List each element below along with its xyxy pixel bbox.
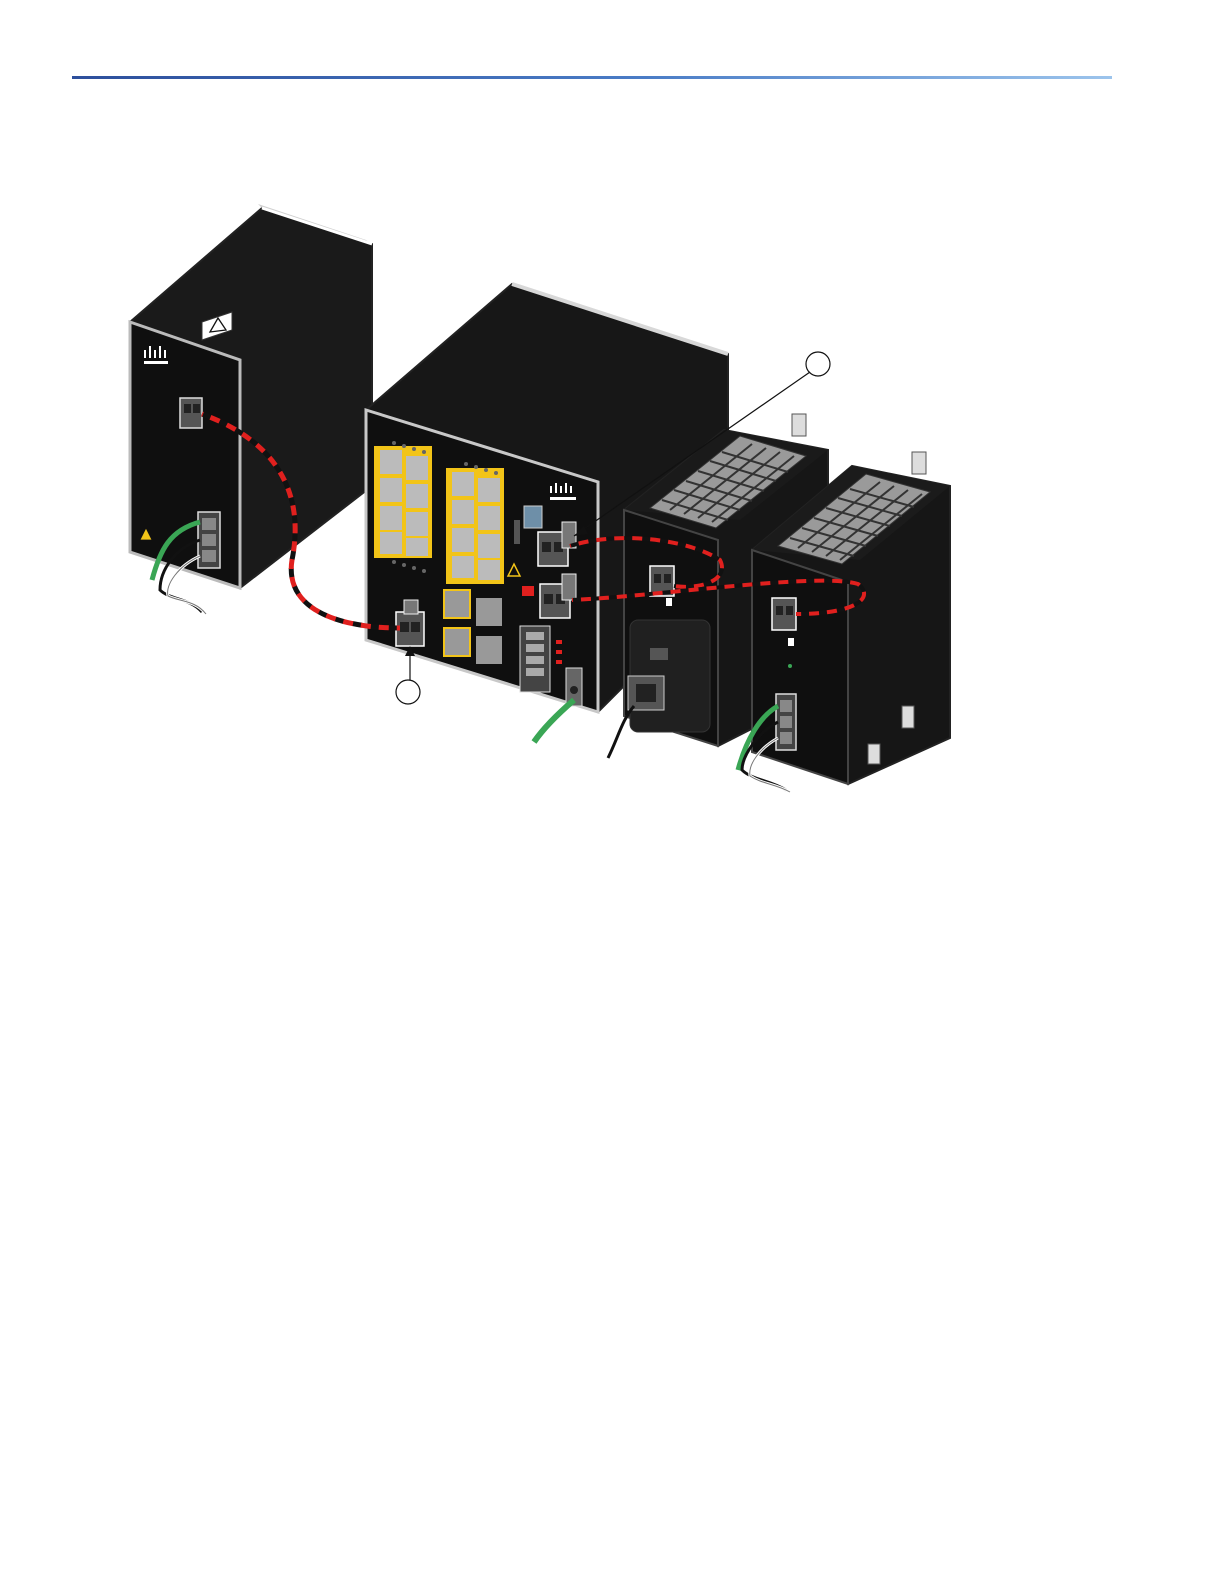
port-bank-1 (374, 446, 432, 558)
power-supply-left (130, 204, 372, 614)
port-bank-2 (446, 468, 504, 584)
